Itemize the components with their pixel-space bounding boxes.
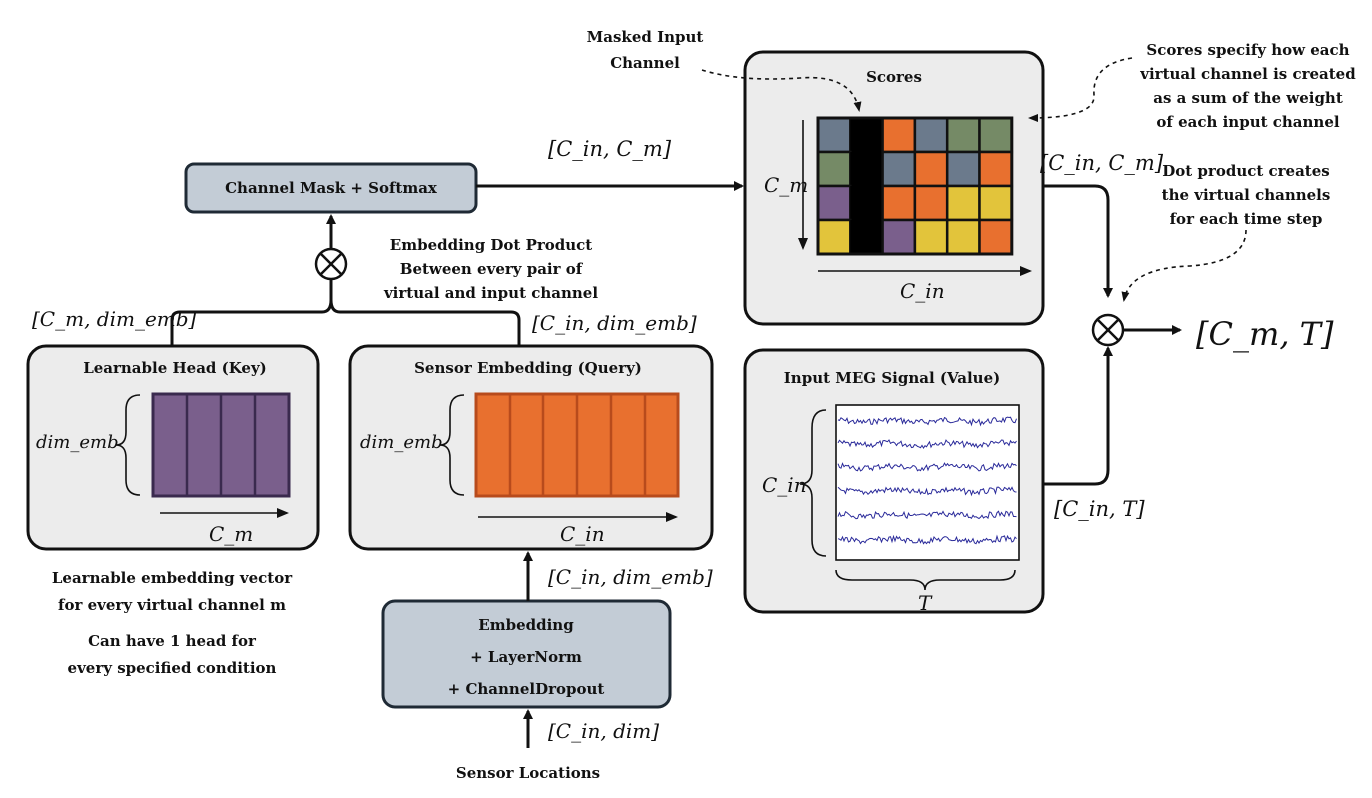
score-cell bbox=[816, 218, 852, 256]
score-cell bbox=[850, 118, 883, 152]
meg-traces bbox=[837, 416, 1017, 545]
score-cell bbox=[913, 184, 949, 222]
sensor-to-dot-line bbox=[329, 299, 521, 346]
score-cell bbox=[881, 184, 917, 222]
score-cell bbox=[881, 116, 917, 154]
scores-output-shape: [C_in, C_m] bbox=[1040, 151, 1164, 175]
learnable-note-1: Learnable embedding vector bbox=[52, 569, 293, 587]
head-brace bbox=[115, 394, 141, 496]
meg-cin-label: C_in bbox=[762, 473, 807, 497]
learnable-head-matrix bbox=[151, 392, 291, 498]
dot-note-1: Dot product creates bbox=[1162, 162, 1329, 180]
score-cell bbox=[978, 218, 1014, 256]
meg-to-output-arrow bbox=[1043, 346, 1113, 486]
dot-note-pointer bbox=[1121, 229, 1247, 302]
meg-title: Input MEG Signal (Value) bbox=[784, 369, 1000, 387]
sensor-embedding-title: Sensor Embedding (Query) bbox=[414, 359, 642, 377]
score-cell bbox=[881, 218, 917, 256]
head-cm-label: C_m bbox=[209, 522, 253, 546]
scores-note-2: virtual channel is created bbox=[1139, 65, 1356, 83]
embedding-dot-product-symbol bbox=[314, 247, 348, 281]
dot-note-3: for each time step bbox=[1170, 210, 1323, 228]
sensor-locations-label: Sensor Locations bbox=[456, 764, 600, 782]
meg-trace bbox=[837, 534, 1017, 545]
final-output-shape: [C_m, T] bbox=[1196, 315, 1334, 353]
score-cell bbox=[913, 116, 949, 154]
score-cell bbox=[945, 116, 981, 154]
embed-dot-note-2: Between every pair of bbox=[400, 260, 584, 278]
masked-channel-pointer bbox=[701, 69, 862, 112]
score-cell bbox=[913, 150, 949, 188]
scores-note-4: of each input channel bbox=[1156, 113, 1339, 131]
score-cell bbox=[978, 150, 1014, 188]
meg-t-brace bbox=[835, 569, 1016, 591]
sensor-brace bbox=[439, 394, 465, 496]
score-cell bbox=[945, 184, 981, 222]
embedding-label-2: + LayerNorm bbox=[470, 648, 582, 666]
score-cell bbox=[978, 184, 1014, 222]
head-note-2: every specified condition bbox=[68, 659, 277, 677]
score-cell bbox=[945, 150, 981, 188]
locations-shape: [C_in, dim] bbox=[548, 719, 659, 743]
head-dimemb-label: dim_emb bbox=[36, 432, 119, 453]
embedding-label-1: Embedding bbox=[478, 616, 574, 634]
sensor-dimemb-label: dim_emb bbox=[360, 432, 443, 453]
meg-trace bbox=[837, 462, 1017, 472]
mask-output-shape: [C_in, C_m] bbox=[548, 137, 672, 161]
embedding-label-3: + ChannelDropout bbox=[448, 680, 605, 698]
sensor-shape: [C_in, dim_emb] bbox=[532, 311, 697, 335]
embed-dot-note-3: virtual and input channel bbox=[383, 284, 598, 302]
score-cell bbox=[816, 116, 852, 154]
score-cell bbox=[945, 218, 981, 256]
dot-note-2: the virtual channels bbox=[1162, 186, 1331, 204]
sensor-embedding-matrix bbox=[474, 392, 680, 498]
embed-dot-note-1: Embedding Dot Product bbox=[390, 236, 593, 254]
output-dot-product-symbol bbox=[1091, 313, 1125, 347]
meg-cin-brace bbox=[799, 409, 827, 557]
scores-cm-label: C_m bbox=[764, 173, 808, 197]
embedding-output-shape: [C_in, dim_emb] bbox=[548, 565, 713, 589]
learnable-head-title: Learnable Head (Key) bbox=[83, 359, 267, 377]
score-cell bbox=[913, 218, 949, 256]
scores-cin-label: C_in bbox=[900, 279, 945, 303]
meg-t-label: T bbox=[918, 591, 933, 615]
head-shape: [C_m, dim_emb] bbox=[32, 307, 197, 331]
score-cell bbox=[816, 184, 852, 222]
meg-trace bbox=[837, 486, 1017, 497]
score-cell bbox=[881, 150, 917, 188]
score-cell bbox=[978, 116, 1014, 154]
channel-mask-box bbox=[184, 162, 478, 214]
meg-output-shape: [C_in, T] bbox=[1054, 497, 1145, 521]
scores-note-pointer bbox=[1028, 57, 1133, 122]
learnable-note-2: for every virtual channel m bbox=[58, 596, 286, 614]
scores-to-output-arrow bbox=[1043, 184, 1113, 298]
masked-input-label-1: Masked Input bbox=[587, 28, 704, 46]
meg-trace bbox=[837, 416, 1017, 427]
score-cell bbox=[850, 220, 883, 254]
meg-plot-frame bbox=[835, 404, 1020, 561]
score-cell bbox=[816, 150, 852, 188]
score-grid bbox=[816, 116, 1014, 256]
scores-title: Scores bbox=[866, 68, 922, 86]
meg-trace bbox=[837, 439, 1017, 449]
masked-input-label-2: Channel bbox=[610, 54, 680, 72]
sensor-cin-label: C_in bbox=[560, 522, 605, 546]
score-grid-frame bbox=[816, 116, 1014, 256]
head-note-1: Can have 1 head for bbox=[88, 632, 257, 650]
score-cell bbox=[850, 152, 883, 186]
score-cell bbox=[850, 186, 883, 220]
scores-note-3: as a sum of the weight bbox=[1153, 89, 1343, 107]
channel-mask-label: Channel Mask + Softmax bbox=[225, 179, 438, 197]
scores-note-1: Scores specify how each bbox=[1146, 41, 1349, 59]
meg-trace bbox=[837, 510, 1017, 520]
